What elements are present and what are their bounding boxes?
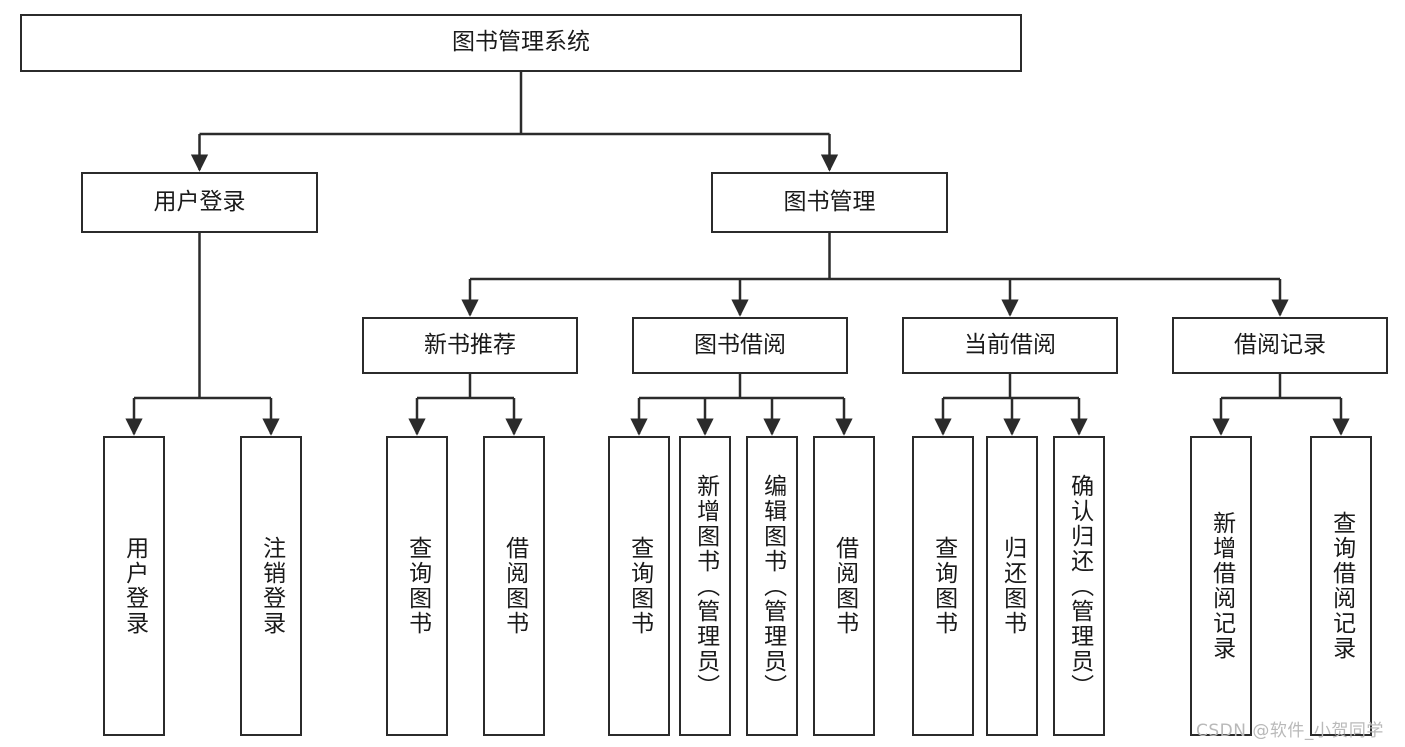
node-label: 当前借阅 <box>964 331 1056 358</box>
node-leaf-confirm-return[interactable]: 确认归还（管理员） <box>1053 436 1105 736</box>
node-label: 归还图书 <box>999 536 1026 636</box>
node-leaf-borrow-book-2[interactable]: 借阅图书 <box>813 436 875 736</box>
node-leaf-query-book-2[interactable]: 查询图书 <box>608 436 670 736</box>
node-label: 新增图书（管理员） <box>692 473 719 699</box>
node-leaf-query-book-3[interactable]: 查询图书 <box>912 436 974 736</box>
node-leaf-query-record[interactable]: 查询借阅记录 <box>1310 436 1372 736</box>
node-leaf-user-logout[interactable]: 注销登录 <box>240 436 302 736</box>
node-label: 查询借阅记录 <box>1328 511 1355 661</box>
node-label: 编辑图书（管理员） <box>759 473 786 699</box>
node-borrow-record[interactable]: 借阅记录 <box>1172 317 1388 374</box>
node-label: 用户登录 <box>153 188 246 215</box>
node-leaf-user-login[interactable]: 用户登录 <box>103 436 165 736</box>
node-label: 确认归还（管理员） <box>1066 473 1093 699</box>
node-label: 图书管理系统 <box>452 29 590 56</box>
node-label: 借阅图书 <box>501 536 528 636</box>
node-leaf-edit-book[interactable]: 编辑图书（管理员） <box>746 436 798 736</box>
node-label: 查询图书 <box>404 536 431 636</box>
node-leaf-query-book-1[interactable]: 查询图书 <box>386 436 448 736</box>
node-label: 注销登录 <box>258 536 285 636</box>
node-current-borrow[interactable]: 当前借阅 <box>902 317 1118 374</box>
node-label: 借阅记录 <box>1234 331 1326 358</box>
node-leaf-add-record[interactable]: 新增借阅记录 <box>1190 436 1252 736</box>
node-new-book-rec[interactable]: 新书推荐 <box>362 317 578 374</box>
node-book-borrow[interactable]: 图书借阅 <box>632 317 848 374</box>
node-leaf-return-book[interactable]: 归还图书 <box>986 436 1038 736</box>
node-leaf-borrow-book-1[interactable]: 借阅图书 <box>483 436 545 736</box>
node-label: 借阅图书 <box>831 536 858 636</box>
node-user-login[interactable]: 用户登录 <box>81 172 318 233</box>
node-root[interactable]: 图书管理系统 <box>20 14 1022 72</box>
node-label: 新书推荐 <box>424 331 516 358</box>
node-label: 用户登录 <box>121 536 148 636</box>
node-label: 查询图书 <box>930 536 957 636</box>
node-label: 图书借阅 <box>694 331 786 358</box>
node-label: 查询图书 <box>626 536 653 636</box>
node-label: 新增借阅记录 <box>1208 511 1235 661</box>
node-leaf-add-book[interactable]: 新增图书（管理员） <box>679 436 731 736</box>
watermark-label: CSDN @软件_小贺同学 <box>1196 721 1384 741</box>
node-label: 图书管理 <box>783 188 876 215</box>
node-book-manage[interactable]: 图书管理 <box>711 172 948 233</box>
